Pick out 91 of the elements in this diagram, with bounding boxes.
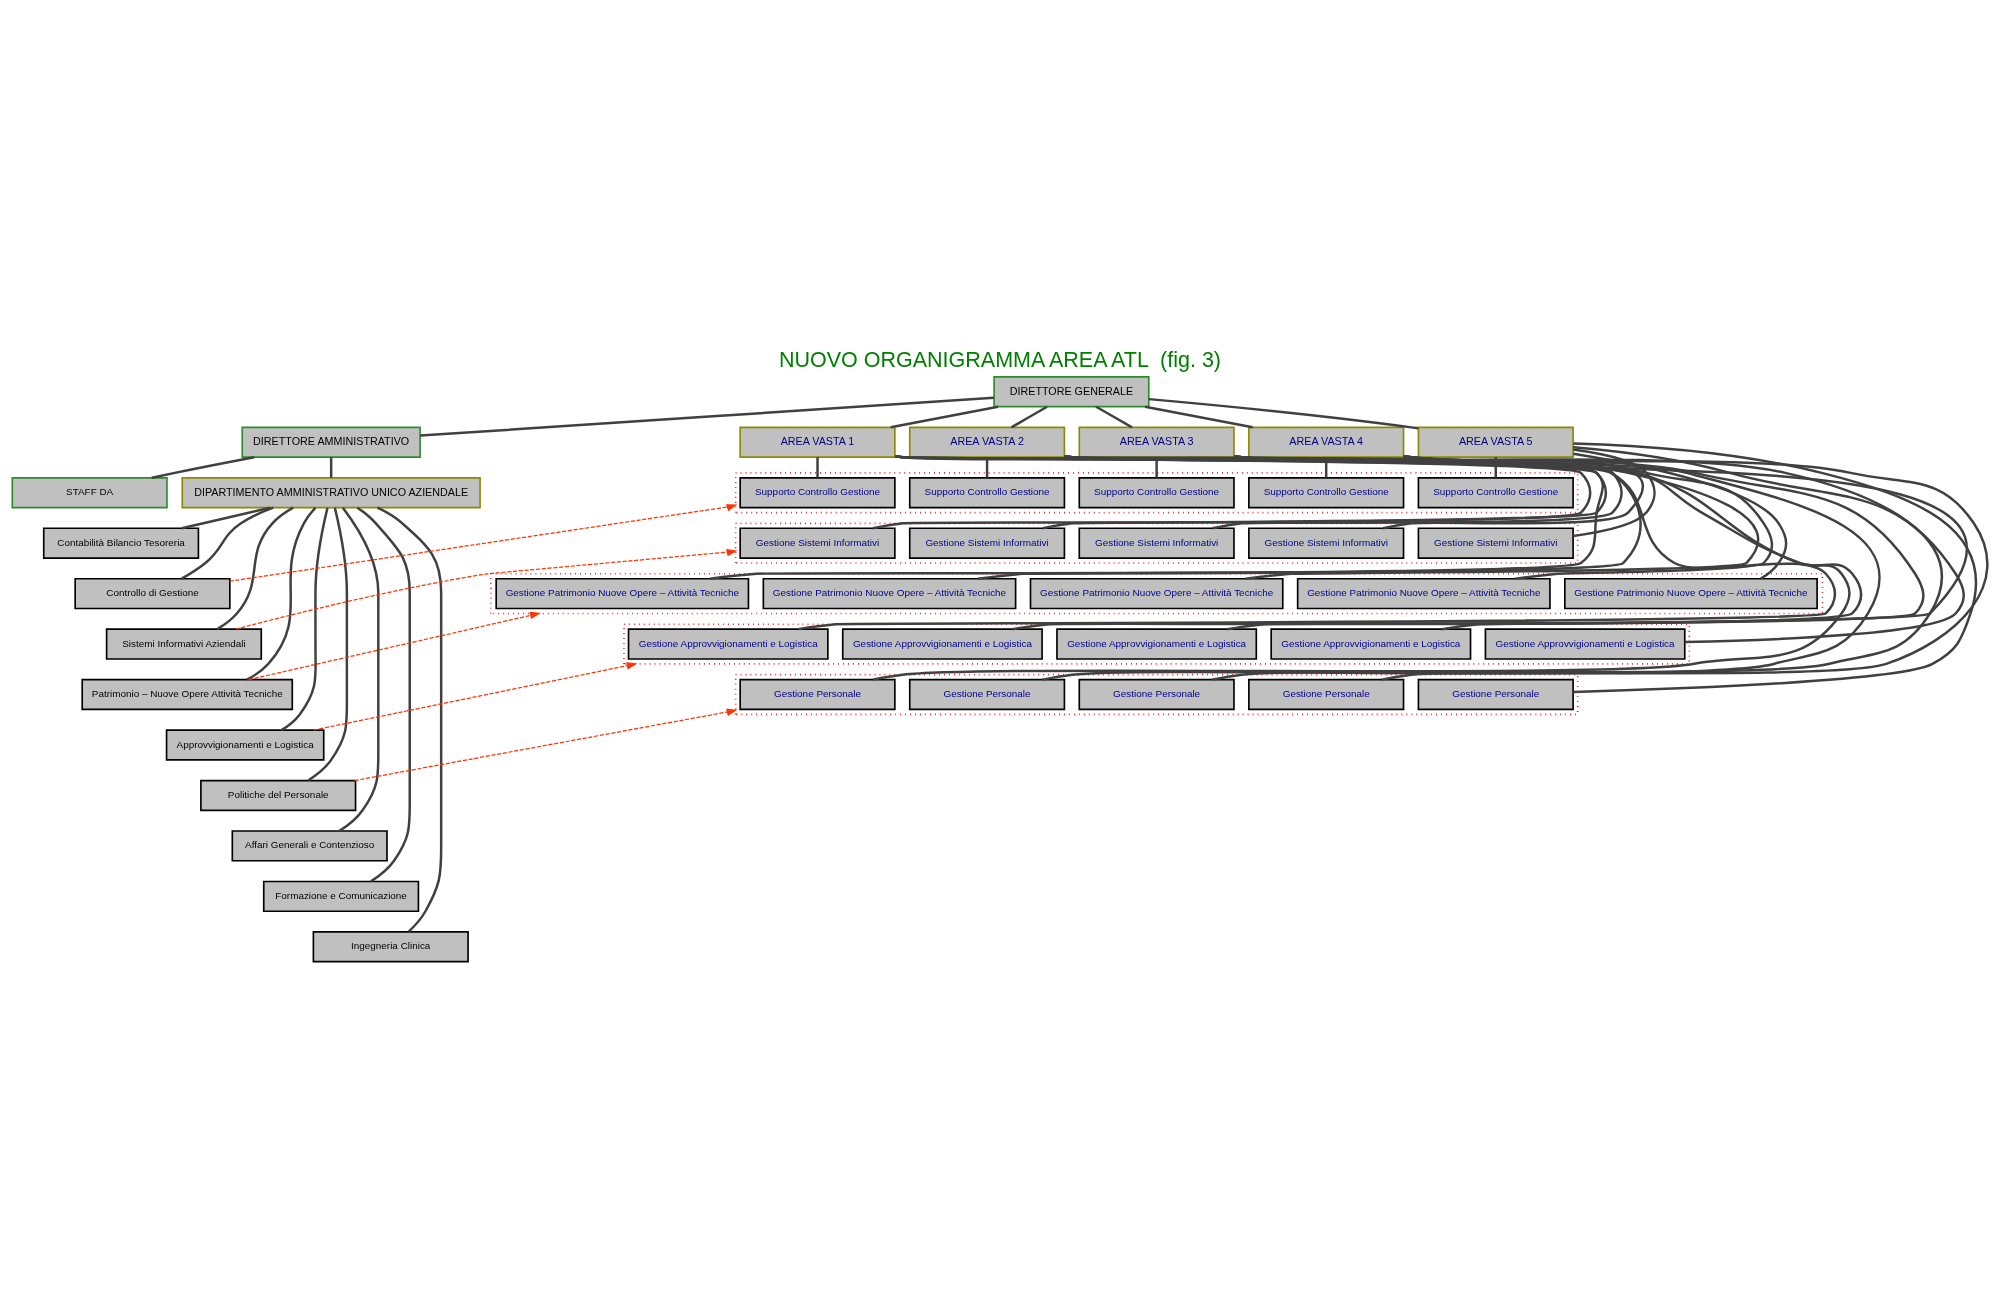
node-box: Approvvigionamenti e Logistica [165,729,325,761]
connector [985,457,989,478]
node-box: AREA VASTA 1 [739,426,896,458]
connector [1573,452,1788,580]
node-box: Gestione Sistemi Informativi [1417,527,1574,559]
node-box: Gestione Personale [1078,678,1235,711]
connector [1095,405,1133,429]
connector [1148,397,1419,430]
node-box: AREA VASTA 2 [908,426,1066,458]
connector [307,507,349,782]
connector [1226,455,1924,631]
connector [1212,455,1623,530]
node-box: Supporto Controllo Gestione [1078,477,1235,509]
connector [376,506,443,933]
connector [1573,442,1977,694]
connector [872,455,1592,530]
cluster [734,673,1579,716]
connector [798,455,1834,631]
node-box: Sistemi Informativi Aziendali [105,628,263,660]
connector [1012,455,1863,631]
node-box: AREA VASTA 4 [1248,426,1405,458]
connector [1211,455,1943,681]
cluster [489,572,1824,615]
connector [1382,454,1644,530]
node-box: Gestione Approvvigionamenti e Logistica [1270,628,1472,660]
connector [246,507,317,681]
node-box: Gestione Patrimonio Nuove Opere – Attività Tecniche [762,577,1017,610]
cluster [623,623,1691,665]
cluster [734,522,1579,564]
connector [1042,455,1607,530]
connector [329,457,333,478]
connector [890,405,999,429]
connector [1010,405,1048,429]
connector [1042,455,1880,681]
connector [151,456,255,479]
node-box: Gestione Personale [908,678,1066,711]
node-box: Gestione Patrimonio Nuove Opere – Attività Tecniche [1029,577,1284,610]
arrow [235,548,738,630]
node-box: Gestione Patrimonio Nuove Opere – Attività Tecniche [1296,577,1551,610]
node-box: Gestione Personale [739,678,896,711]
node-box: AREA VASTA 5 [1417,426,1574,458]
connector [1494,457,1497,478]
connector [1573,446,1965,644]
connector [1144,405,1253,429]
node-box: Gestione Personale [1417,678,1574,711]
connector [816,457,819,478]
connector [181,506,271,530]
node-box: Gestione Approvvigionamenti e Logistica [1484,628,1686,660]
node-box: Ingegneria Clinica [312,931,469,963]
node-box: Controllo di Gestione [74,577,231,610]
node-box: Gestione Sistemi Informativi [1248,527,1405,559]
node-box: Gestione Patrimonio Nuove Opere – Attività Tecniche [1564,577,1818,610]
node-box: Patrimonio – Nuove Opere Attività Tecniche [81,678,294,711]
connector [280,507,329,732]
connector [420,396,995,437]
node-box: Gestione Patrimonio Nuove Opere – Attività Tecniche [495,577,750,610]
connector [977,455,1642,580]
node-box: Gestione Approvvigionamenti e Logistica [1056,628,1258,660]
node-box: Gestione Personale [1248,678,1405,711]
connector [356,506,411,883]
connector [1381,455,1989,681]
node-box: Affari Generali e Contenzioso [231,830,388,862]
connector [181,506,274,580]
arrow [248,611,541,681]
node-box: Supporto Controllo Gestione [1248,477,1405,509]
node-box: Gestione Approvvigionamenti e Logistica [841,628,1043,660]
node-box: Gestione Approvvigionamenti e Logistica [627,628,829,660]
cluster [734,472,1579,514]
node-box: DIRETTORE AMMINISTRATIVO [241,426,421,458]
node-box: STAFF DA [11,477,168,509]
node-box: Gestione Sistemi Informativi [908,527,1066,559]
node-box: Gestione Sistemi Informativi [739,527,896,559]
node-box: Gestione Sistemi Informativi [1078,527,1235,559]
connector [1573,448,1656,538]
node-box: Formazione e Comunicazione [262,880,420,913]
connector [338,506,380,832]
connector [709,455,1604,580]
node-box: AREA VASTA 3 [1078,426,1235,458]
node-box: Contabilità Bilancio Tesoreria [42,527,200,559]
node-box: Supporto Controllo Gestione [739,477,896,509]
node-box: Politiche del Personale [200,779,357,812]
arrow [313,662,638,731]
node-box: DIPARTIMENTO AMMINISTRATIVO UNICO AZIENDALE [181,477,481,509]
node-box: DIRETTORE GENERALE [993,376,1150,408]
connector [216,506,294,631]
diagram-title: NUOVO ORGANIGRAMMA AREA ATL (fig. 3) [778,347,1222,372]
arrow [229,504,738,582]
node-box: Supporto Controllo Gestione [908,477,1066,509]
connector [872,455,1850,681]
arrow [354,708,738,782]
node-box: Supporto Controllo Gestione [1417,477,1574,509]
